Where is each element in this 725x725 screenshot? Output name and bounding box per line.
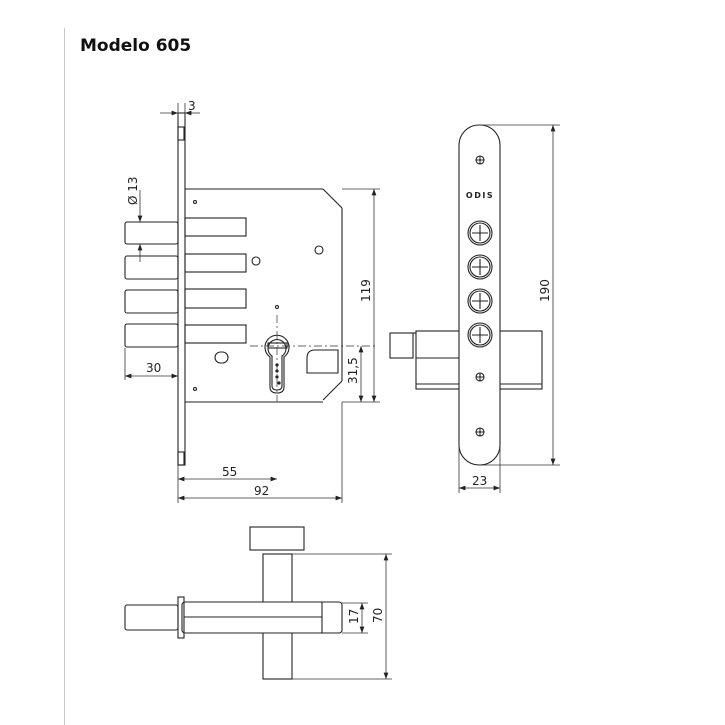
screw-icon xyxy=(475,155,485,165)
side-view: ODIS xyxy=(389,124,543,466)
screw-hole xyxy=(274,304,280,310)
lock-case xyxy=(185,188,343,403)
bolt-heads xyxy=(467,220,493,348)
cylinder-knob xyxy=(249,526,305,551)
dim-backset: 55 xyxy=(222,465,237,479)
mount-hole xyxy=(314,245,324,255)
deadbolts xyxy=(124,217,247,348)
dim-cylinder-length: 70 xyxy=(371,608,385,623)
case-bevels xyxy=(322,188,343,401)
dim-case-depth: 92 xyxy=(254,484,269,498)
screw-hole xyxy=(192,386,198,392)
dim-faceplate-width: 23 xyxy=(472,474,487,488)
left-margin-rule xyxy=(64,28,65,725)
cylinder-profile xyxy=(264,334,290,394)
dim-bolt-height: 17 xyxy=(347,609,361,624)
dim-bolt-diameter: Ø 13 xyxy=(126,176,140,205)
screw-icon xyxy=(475,372,485,382)
front-dimensions: 3 Ø 13 30 119 31,5 55 92 xyxy=(124,99,380,503)
faceplate-tab-bottom xyxy=(177,451,185,466)
brand-logo: ODIS xyxy=(466,191,494,200)
faceplate-edge xyxy=(177,112,186,466)
top-dimensions: 17 70 xyxy=(292,553,392,680)
dim-bolt-throw: 30 xyxy=(146,361,161,375)
dim-case-height: 119 xyxy=(359,279,373,302)
slot-left xyxy=(214,351,229,364)
screw-icon xyxy=(475,427,485,437)
bolt-rod xyxy=(124,604,179,631)
top-view xyxy=(124,526,343,680)
dim-cylinder-height: 31,5 xyxy=(346,357,360,384)
mount-hole xyxy=(251,256,261,266)
faceplate-tab-top xyxy=(177,126,185,141)
side-dimensions: 190 23 xyxy=(458,124,560,493)
cylinder-knob xyxy=(389,332,414,359)
slot-right xyxy=(306,349,339,374)
front-view xyxy=(124,112,375,466)
page-title: Modelo 605 xyxy=(80,36,192,56)
dim-faceplate-height: 190 xyxy=(538,279,552,302)
screw-hole xyxy=(192,199,198,205)
dim-faceplate-thickness: 3 xyxy=(188,99,196,113)
